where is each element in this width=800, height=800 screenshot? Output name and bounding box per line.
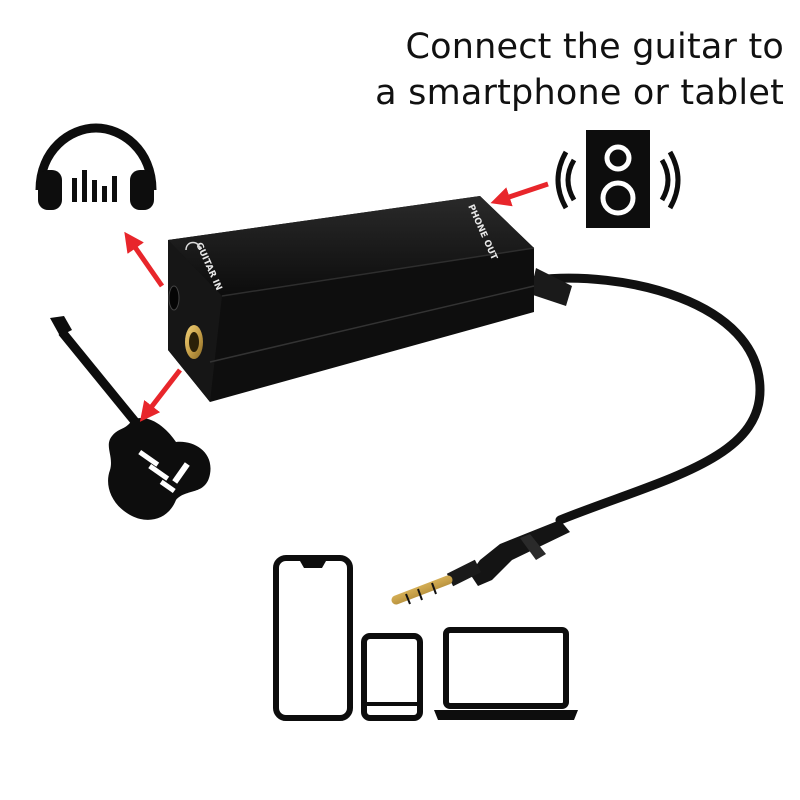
headline-line-2: a smartphone or tablet (375, 73, 784, 113)
headphone-jack (168, 285, 180, 311)
audio-cable (530, 268, 765, 525)
arrow-to-headphones (124, 231, 165, 288)
arrow-to-guitar (139, 368, 182, 422)
headline: Connect the guitar to a smartphone or ta… (324, 24, 784, 116)
tablet-icon (361, 633, 423, 721)
trrs-plug (391, 520, 570, 605)
arrow-from-speaker (490, 181, 549, 207)
guitar-adapter-device: GUITAR IN PHONE OUT (168, 196, 535, 402)
laptop-icon (434, 627, 578, 720)
headline-line-1: Connect the guitar to (405, 27, 784, 67)
speaker-icon (555, 130, 681, 228)
smartphone-icon (273, 555, 353, 721)
electric-guitar-icon (50, 316, 211, 520)
headphones-icon (35, 123, 157, 210)
